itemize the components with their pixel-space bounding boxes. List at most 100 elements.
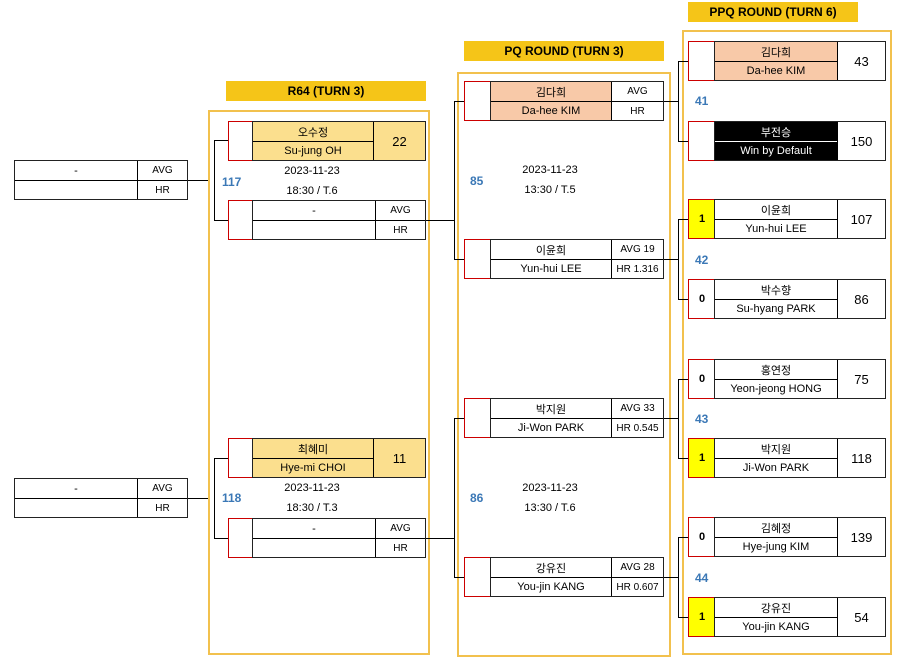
player-name-en: You-jin KANG (491, 577, 611, 596)
player-name-ko: 김혜정 (760, 522, 792, 535)
seed-box (464, 557, 492, 597)
connector (214, 538, 228, 539)
connector (426, 538, 454, 539)
connector (214, 458, 215, 538)
connector (214, 220, 228, 221)
player-slot: 강유진 You-jin KANG 54 (714, 597, 886, 637)
connector (678, 141, 688, 142)
player-name: - (74, 482, 78, 495)
match-number: 85 (470, 174, 484, 188)
seed-box: 0 (688, 279, 716, 319)
player-name-ko: 김다희 (491, 82, 611, 101)
player-name-en: Su-hyang PARK (715, 299, 837, 318)
match-date: 2023-11-23 (284, 165, 340, 177)
match-time: 13:30 / T.6 (524, 502, 576, 514)
connector (678, 537, 688, 538)
player-slot: - AVG HR (252, 200, 426, 240)
avg-value: AVG 33 (611, 399, 663, 418)
player-slot: 박수향 Su-hyang PARK 86 (714, 279, 886, 319)
score: 22 (373, 122, 425, 160)
score: 75 (837, 360, 885, 398)
connector (454, 259, 464, 260)
player-name-en: Hye-mi CHOI (253, 458, 373, 477)
player-slot: 강유진 You-jin KANG AVG 28 HR 0.607 (490, 557, 664, 597)
connector (214, 140, 228, 141)
left-slot-1: - AVG HR (14, 160, 188, 200)
player-name-en (253, 220, 375, 239)
seed-box (228, 518, 254, 558)
connector (454, 101, 455, 259)
player-slot: 박지원 Ji-Won PARK 118 (714, 438, 886, 478)
connector (678, 379, 679, 458)
seed-box: 1 (688, 597, 716, 637)
connector (214, 140, 215, 220)
score: 11 (373, 439, 425, 477)
player-name-ko: 강유진 (760, 602, 792, 615)
match-number: 41 (695, 94, 709, 108)
player-name: - (312, 204, 316, 217)
player-slot: 김다희 Da-hee KIM AVG HR (490, 81, 664, 121)
left-slot-2: - AVG HR (14, 478, 188, 518)
connector (454, 418, 464, 419)
hr-value: HR 1.316 (611, 259, 663, 278)
ppq-header: PPQ ROUND (TURN 6) (688, 2, 858, 22)
connector (214, 458, 228, 459)
player-name: - (312, 522, 316, 535)
player-slot: 최혜미 Hye-mi CHOI 11 (252, 438, 426, 478)
seed-box (688, 121, 716, 161)
player-name: - (74, 164, 78, 177)
player-name-en: Da-hee KIM (715, 61, 837, 80)
avg-value: AVG 28 (611, 558, 663, 577)
match-date: 2023-11-23 (284, 482, 340, 494)
player-slot: 이윤희 Yun-hui LEE 107 (714, 199, 886, 239)
seed-box (464, 398, 492, 438)
player-name-ko: 박지원 (535, 403, 567, 416)
seed-box: 1 (688, 199, 716, 239)
match-date: 2023-11-23 (522, 164, 578, 176)
connector (454, 418, 455, 577)
hr-label: HR (137, 498, 187, 517)
connector (454, 577, 464, 578)
player-name-ko: 김다희 (715, 42, 837, 61)
player-name-en: Yeon-jeong HONG (715, 379, 837, 398)
seed-box: 0 (688, 517, 716, 557)
pq-header: PQ ROUND (TURN 3) (464, 41, 664, 61)
seed-box: 1 (688, 438, 716, 478)
player-name-en: Ji-Won PARK (491, 418, 611, 437)
connector (678, 617, 688, 618)
player-name-en: You-jin KANG (715, 617, 837, 636)
player-name-en: Yun-hui LEE (491, 259, 611, 278)
player-name-en: Da-hee KIM (491, 101, 611, 120)
hr-label: HR (375, 220, 425, 239)
match-time: 18:30 / T.6 (286, 185, 338, 197)
connector (678, 61, 679, 141)
avg-label: AVG (375, 519, 425, 538)
player-slot: 박지원 Ji-Won PARK AVG 33 HR 0.545 (490, 398, 664, 438)
connector (664, 101, 678, 102)
hr-label: HR (611, 101, 663, 120)
score: 86 (837, 280, 885, 318)
avg-label: AVG (375, 201, 425, 220)
match-number: 44 (695, 571, 709, 585)
seed-box: 0 (688, 359, 716, 399)
score: 107 (837, 200, 885, 238)
player-name-en: Win by Default (715, 141, 837, 160)
player-slot: - AVG HR (252, 518, 426, 558)
connector (454, 101, 464, 102)
hr-label: HR (375, 538, 425, 557)
connector (188, 180, 208, 181)
player-name-ko: 이윤희 (760, 204, 792, 217)
player-slot: 김다희 Da-hee KIM 43 (714, 41, 886, 81)
connector (678, 219, 688, 220)
hr-value: HR 0.545 (611, 418, 663, 437)
seed-box (464, 81, 492, 121)
connector (678, 219, 679, 299)
player-name-ko: 강유진 (535, 562, 567, 575)
score: 150 (837, 122, 885, 160)
player-name-ko: 최혜미 (253, 439, 373, 458)
player-slot: 부전승 Win by Default 150 (714, 121, 886, 161)
connector (678, 299, 688, 300)
seed-box (228, 200, 254, 240)
seed-box (464, 239, 492, 279)
match-time: 18:30 / T.3 (286, 502, 338, 514)
